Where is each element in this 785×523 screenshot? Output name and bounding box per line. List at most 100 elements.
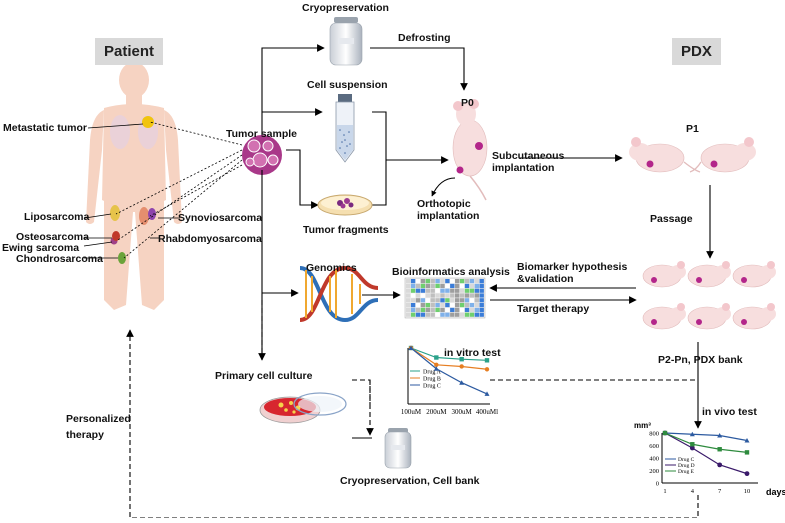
- x-tick-label: 1: [663, 488, 666, 495]
- heatmap-cell: [445, 293, 450, 298]
- y-tick-label: 800: [649, 431, 659, 438]
- cryo-tank-icon: [329, 17, 363, 66]
- label-rhabdomyosarcoma: Rhabdomyosarcoma: [158, 233, 262, 245]
- heatmap-cell: [469, 293, 475, 298]
- heatmap-cell: [420, 288, 426, 293]
- legend-label: Drug B: [423, 377, 441, 383]
- mouse-ear: [767, 261, 775, 269]
- mouse-icon: [687, 303, 731, 330]
- y-axis-label: mm³: [634, 421, 651, 430]
- human-body-icon: [86, 62, 182, 310]
- heatmap-cell: [464, 283, 470, 288]
- legend-label: Drug D: [678, 463, 695, 469]
- heatmap-cell: [450, 293, 455, 298]
- heatmap-cell: [450, 283, 455, 288]
- mouse-icon: [732, 303, 776, 330]
- heatmap-cell: [415, 312, 421, 317]
- data-point: [433, 366, 439, 371]
- heatmap-cell: [455, 303, 460, 308]
- series-line: [664, 432, 748, 453]
- data-point: [459, 380, 465, 385]
- patient-pointer-lines: [83, 123, 180, 259]
- label-tumor-fragments: Tumor fragments: [303, 224, 389, 236]
- label-synoviosarcoma: Synoviosarcoma: [178, 212, 263, 224]
- heatmap-cell: [474, 307, 479, 312]
- series-line: [410, 347, 488, 361]
- tumor-mark: [651, 277, 657, 283]
- heatmap-cell: [435, 312, 440, 317]
- series-line: [410, 347, 488, 370]
- heatmap-cell: [474, 288, 479, 293]
- heatmap-cell: [440, 298, 445, 303]
- data-point: [690, 442, 695, 447]
- heatmap-cell: [479, 283, 484, 288]
- heatmap-cell: [469, 288, 475, 293]
- heatmap-cell: [445, 283, 450, 288]
- data-point: [717, 462, 723, 468]
- heatmap-cell: [469, 283, 475, 288]
- heatmap-cell: [450, 307, 455, 312]
- heatmap-cell: [435, 279, 440, 284]
- heatmap-cell: [469, 307, 475, 312]
- data-point: [459, 364, 464, 369]
- heatmap-cell: [425, 307, 430, 312]
- chart-title: in vivo test: [702, 406, 757, 418]
- mouse-ear: [677, 303, 685, 311]
- heatmap-cell: [464, 279, 470, 284]
- heatmap-cell: [459, 298, 465, 303]
- data-point: [689, 445, 695, 451]
- legend-label: Drug A: [423, 370, 442, 376]
- series-line: [664, 432, 748, 475]
- heatmap-cell: [425, 288, 430, 293]
- heatmap-cell: [415, 303, 421, 308]
- heatmap-cell: [406, 283, 411, 288]
- heatmap-cell: [474, 303, 479, 308]
- heatmap-cell: [469, 312, 475, 317]
- heatmap-cell: [474, 298, 479, 303]
- heatmap-cell: [479, 303, 484, 308]
- heatmap-cell: [459, 283, 465, 288]
- legend-label: Drug C: [423, 384, 441, 390]
- heatmap-cell: [440, 283, 445, 288]
- heatmap-cell: [445, 307, 450, 312]
- x-tick-label: 300uM: [452, 408, 473, 416]
- heatmap-cell: [455, 279, 460, 284]
- dna-icon: [299, 265, 379, 323]
- data-point: [434, 355, 439, 360]
- heatmap-cell: [406, 303, 411, 308]
- heatmap-cell: [415, 293, 421, 298]
- data-point: [408, 345, 414, 350]
- heatmap-cell: [425, 303, 430, 308]
- label-osteosarcoma: Osteosarcoma: [16, 231, 89, 243]
- label-metastatic-tumor: Metastatic tumor: [3, 122, 88, 134]
- heatmap-cell: [425, 293, 430, 298]
- heatmap-cell: [464, 303, 470, 308]
- pdx-header: PDX: [672, 38, 721, 65]
- heatmap-cell: [469, 303, 475, 308]
- heatmap-cell: [430, 293, 435, 298]
- heatmap-cell: [425, 279, 430, 284]
- heatmap-cell: [479, 298, 484, 303]
- tumor-cells-icon: [242, 135, 282, 175]
- x-tick-label: 100uM: [401, 408, 422, 416]
- heatmap-cell: [430, 307, 435, 312]
- label-p1: P1: [686, 123, 699, 135]
- data-point: [717, 433, 723, 438]
- chart-title: in vitro test: [444, 347, 501, 359]
- data-point: [459, 357, 464, 362]
- series-line: [410, 347, 488, 395]
- heatmap-cell: [410, 288, 416, 293]
- heatmap-cell: [406, 312, 411, 317]
- heatmap-cell: [430, 279, 435, 284]
- heatmap-cell: [415, 307, 421, 312]
- tumor-mark: [741, 277, 747, 283]
- heatmap-cell: [410, 293, 416, 298]
- mouse-icon: [642, 303, 686, 330]
- heatmap-cell: [450, 312, 455, 317]
- cryo-tank-icon: [384, 428, 412, 469]
- heatmap-cell: [445, 312, 450, 317]
- heatmap-cell: [420, 303, 426, 308]
